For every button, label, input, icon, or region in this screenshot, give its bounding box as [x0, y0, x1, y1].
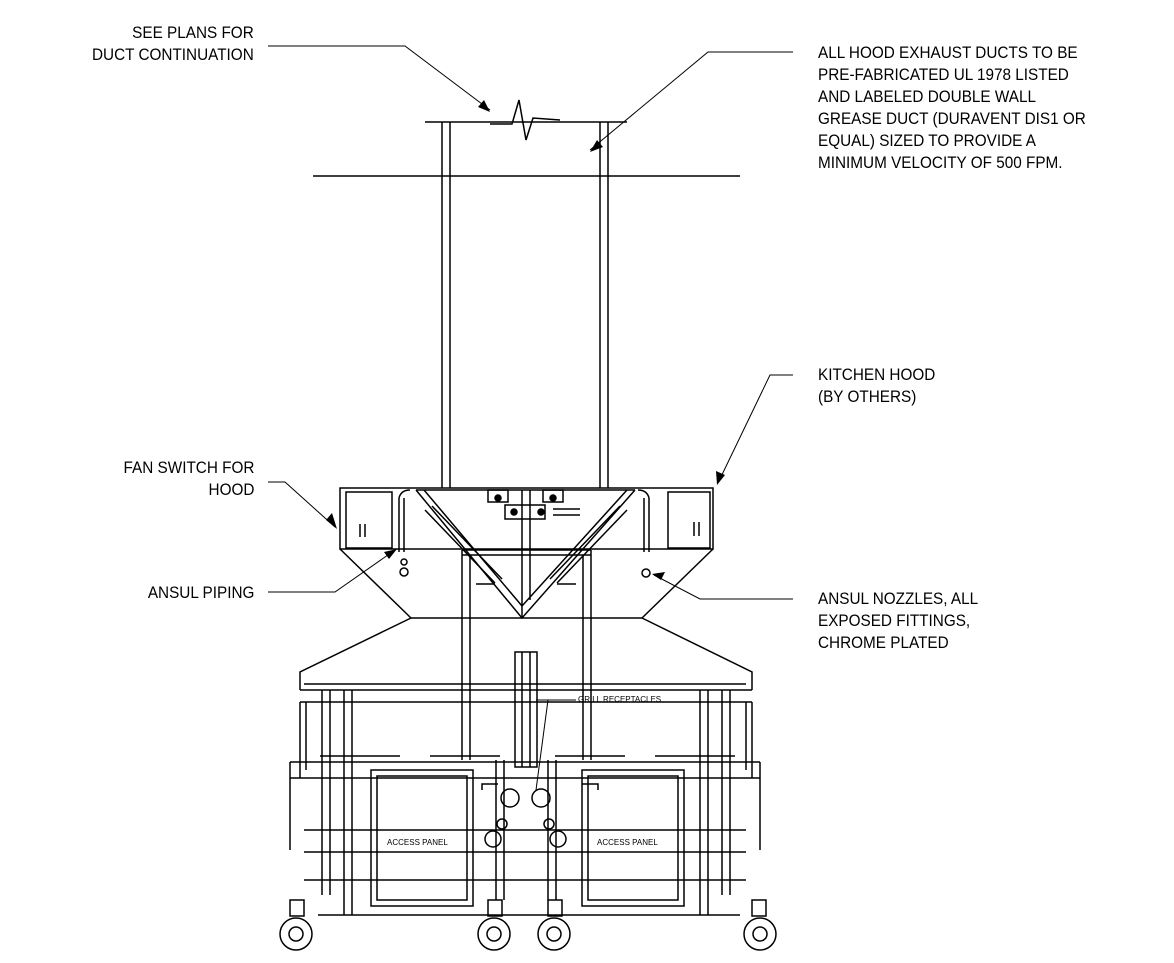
caster-icon	[279, 899, 777, 951]
grill-receptacles-label: GRILL RECEPTACLES	[578, 695, 662, 704]
access-panel-right	[581, 769, 685, 907]
exhaust-duct-note: ALL HOOD EXHAUST DUCTS TO BE PRE-FABRICA…	[818, 43, 1086, 172]
grill-unit	[289, 617, 761, 916]
ansul-piping-note: ANSUL PIPING	[147, 583, 254, 602]
access-panel-right-label: ACCESS PANEL	[597, 838, 658, 847]
kitchen-hood-note: KITCHEN HOOD (BY OTHERS)	[818, 365, 936, 406]
ansul-nozzle-icon	[399, 558, 651, 578]
duct-continuation-note: SEE PLANS FOR DUCT CONTINUATION	[92, 23, 254, 64]
exhaust-duct	[313, 99, 740, 488]
leader-lines	[268, 45, 793, 791]
break-line	[490, 99, 561, 141]
fan-switch-note: FAN SWITCH FOR HOOD	[123, 458, 254, 499]
ansul-nozzles-note: ANSUL NOZZLES, ALL EXPOSED FITTINGS, CHR…	[818, 589, 979, 652]
access-panel-left-label: ACCESS PANEL	[387, 838, 448, 847]
access-panel-left	[370, 769, 474, 907]
receptacle-icon	[481, 783, 599, 848]
kitchen-hood	[339, 487, 714, 760]
ansul-piping	[398, 489, 650, 552]
arrowheads	[326, 100, 725, 580]
